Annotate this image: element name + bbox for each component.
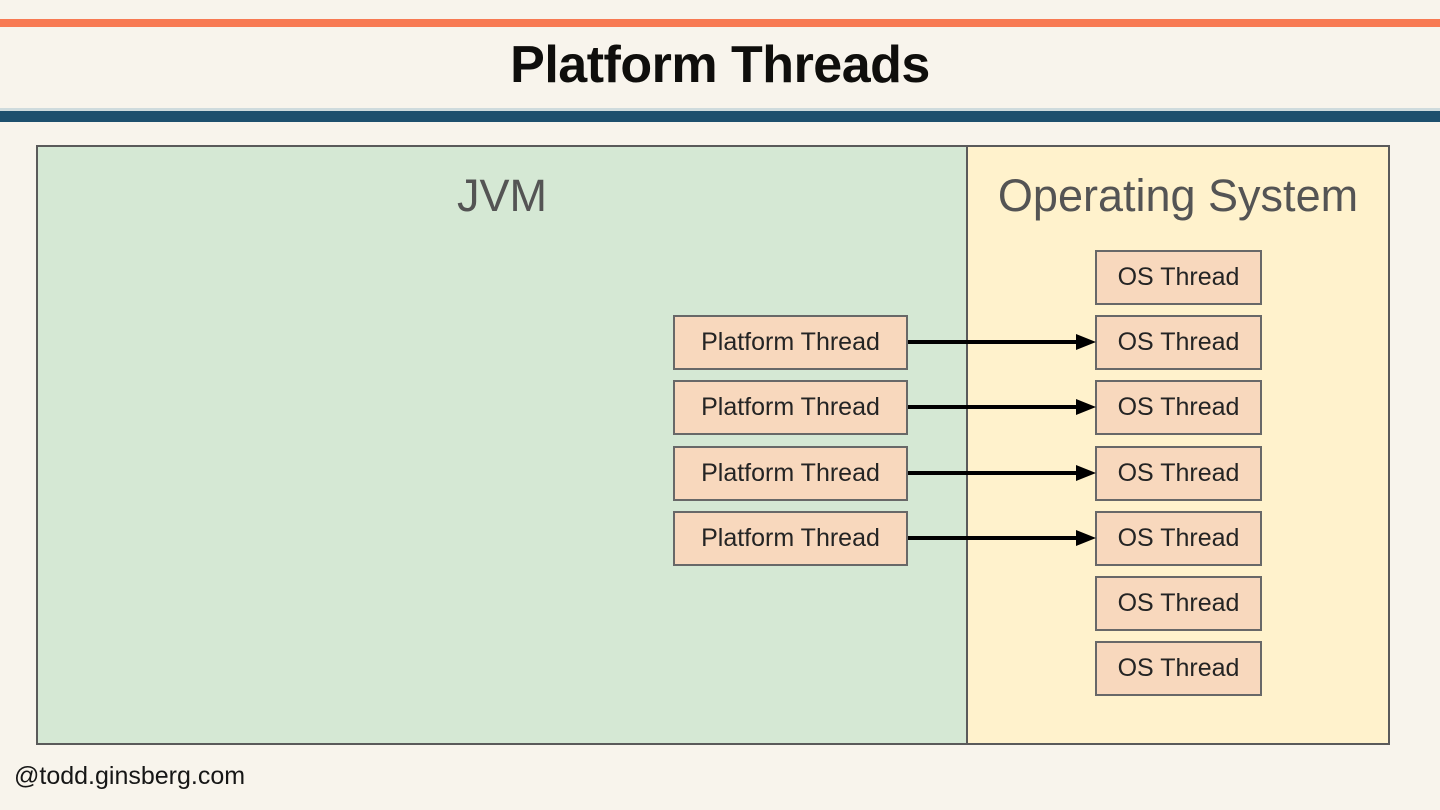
os-thread-box: OS Thread (1095, 315, 1262, 370)
os-thread-label: OS Thread (1117, 524, 1240, 552)
os-thread-label: OS Thread (1117, 589, 1240, 617)
platform-thread-box: Platform Thread (673, 446, 908, 501)
platform-thread-box: Platform Thread (673, 315, 908, 370)
arrowhead-platform-to-os-1 (1076, 334, 1096, 350)
arrowhead-platform-to-os-2 (1076, 399, 1096, 415)
header-divider-light (0, 108, 1440, 111)
header-divider-blue (0, 111, 1440, 122)
author-handle: @todd.ginsberg.com (14, 762, 246, 790)
jvm-panel: JVM (36, 145, 968, 745)
os-panel-label: Operating System (997, 170, 1359, 221)
os-thread-box: OS Thread (1095, 641, 1262, 696)
os-thread-box: OS Thread (1095, 250, 1262, 305)
os-thread-box: OS Thread (1095, 380, 1262, 435)
os-thread-label: OS Thread (1117, 654, 1240, 682)
arrowhead-platform-to-os-3 (1076, 465, 1096, 481)
platform-thread-box: Platform Thread (673, 511, 908, 566)
platform-thread-box: Platform Thread (673, 380, 908, 435)
platform-thread-label: Platform Thread (701, 524, 880, 552)
arrow-platform-to-os-1 (908, 340, 1078, 344)
os-thread-label: OS Thread (1117, 459, 1240, 487)
os-thread-box: OS Thread (1095, 576, 1262, 631)
platform-thread-label: Platform Thread (701, 459, 880, 487)
os-thread-box: OS Thread (1095, 446, 1262, 501)
jvm-panel-label: JVM (457, 170, 547, 221)
os-thread-box: OS Thread (1095, 511, 1262, 566)
arrow-platform-to-os-2 (908, 405, 1078, 409)
arrow-platform-to-os-3 (908, 471, 1078, 475)
top-accent-bar (0, 19, 1440, 27)
os-thread-label: OS Thread (1117, 263, 1240, 291)
arrowhead-platform-to-os-4 (1076, 530, 1096, 546)
os-thread-label: OS Thread (1117, 393, 1240, 421)
platform-thread-label: Platform Thread (701, 393, 880, 421)
arrow-platform-to-os-4 (908, 536, 1078, 540)
page-title: Platform Threads (510, 36, 930, 94)
platform-thread-label: Platform Thread (701, 328, 880, 356)
os-thread-label: OS Thread (1117, 328, 1240, 356)
